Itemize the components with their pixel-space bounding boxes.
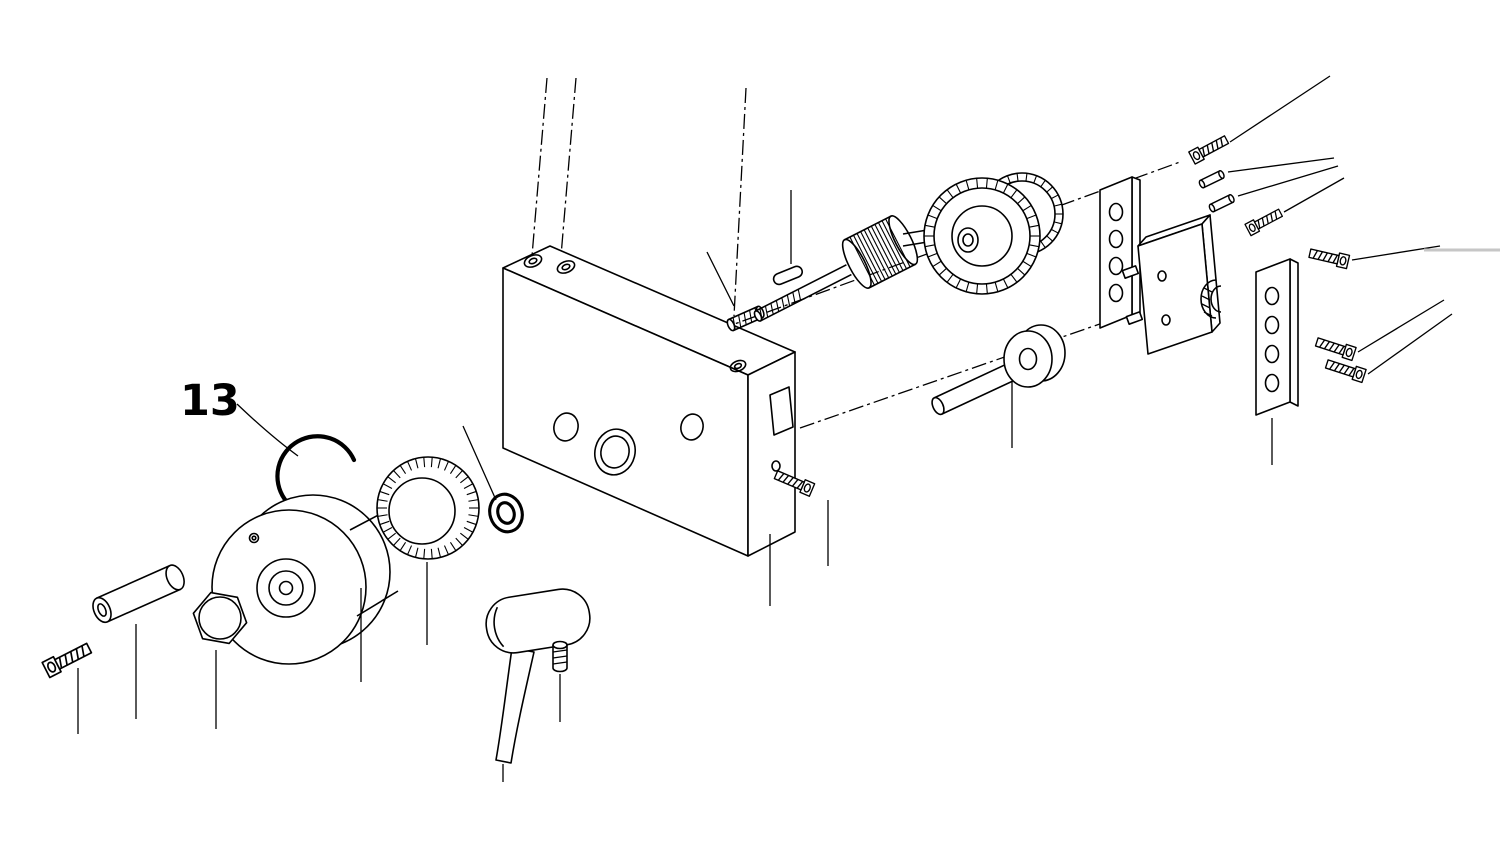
plate-hole xyxy=(1264,286,1280,306)
gib-pin xyxy=(1125,311,1144,326)
lock-washer xyxy=(488,492,524,534)
center-line xyxy=(733,87,747,317)
side-slot xyxy=(769,386,794,436)
handle-grip xyxy=(485,588,591,654)
plate-hole xyxy=(1264,373,1280,393)
plate-hole xyxy=(1108,202,1124,222)
cap-screw-small xyxy=(41,639,94,679)
top-hole xyxy=(556,260,576,274)
front-bore xyxy=(553,412,579,442)
output-shaft xyxy=(931,362,1017,416)
plate-hole xyxy=(1264,315,1280,335)
callout-13-label: 13 xyxy=(180,376,240,426)
leader-lines xyxy=(77,75,1453,782)
cap-screw xyxy=(1188,132,1231,165)
center-line xyxy=(531,77,548,257)
plate-hole xyxy=(1108,283,1124,303)
callout-13: 13 xyxy=(180,376,299,457)
grub-screw xyxy=(552,640,568,673)
front-main-bore xyxy=(594,428,636,476)
gib-pin xyxy=(1121,265,1140,280)
lead-screw-shaft xyxy=(753,264,852,322)
side-screw-hole xyxy=(771,460,781,472)
handwheel-hub xyxy=(256,558,316,618)
dowel-pin xyxy=(1197,169,1226,190)
plate-hole xyxy=(1264,344,1280,364)
plate-hole xyxy=(1108,256,1124,276)
top-hole xyxy=(729,359,747,373)
gearbox-housing-block xyxy=(502,245,796,557)
callout-leader xyxy=(236,403,299,457)
dowel-pin xyxy=(1207,193,1236,214)
knurled-barrel-knob xyxy=(841,215,919,289)
hex-nut xyxy=(192,591,248,645)
cap-screw xyxy=(1314,334,1357,362)
knurled-knob xyxy=(376,456,480,560)
cap-screw xyxy=(1324,356,1367,384)
handwheel-pin-hole xyxy=(248,532,260,544)
shaft-key xyxy=(772,265,804,286)
half-nut-threads xyxy=(1200,279,1222,319)
spacer-sleeve xyxy=(92,564,185,624)
shaft-collar xyxy=(1003,324,1066,388)
handle-lever xyxy=(495,647,535,764)
mounting-plate-right xyxy=(1255,258,1299,416)
center-line xyxy=(560,77,577,257)
handwheel xyxy=(211,494,391,665)
drive-gear xyxy=(923,177,1041,295)
plate-hole xyxy=(1108,229,1124,249)
top-hole xyxy=(523,254,543,268)
cap-screw xyxy=(1244,206,1285,237)
front-bore xyxy=(680,413,704,441)
gib-block xyxy=(1121,214,1222,355)
mounting-plate-left xyxy=(1099,176,1141,329)
cap-screw xyxy=(1307,245,1351,270)
